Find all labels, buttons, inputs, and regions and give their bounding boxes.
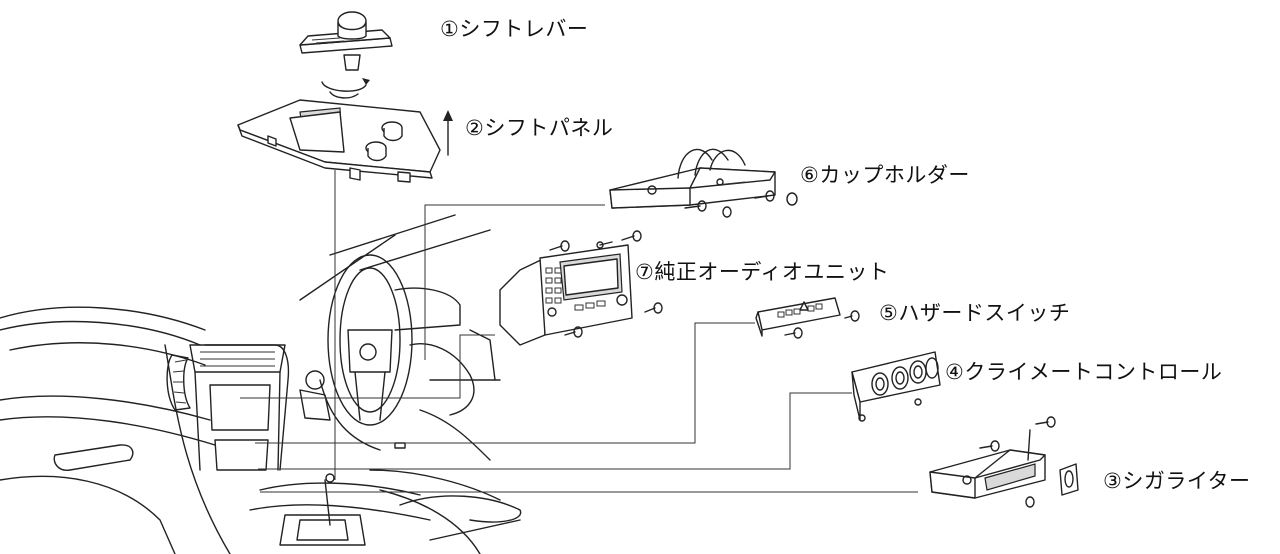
hazard-switch-part <box>755 297 860 339</box>
shift-lever-part <box>299 11 393 99</box>
part-label-audio-unit: ⑦純正オーディオユニット <box>635 260 890 284</box>
part-label-climate-control: ④クライメートコントロール <box>945 360 1223 384</box>
shift-panel-part <box>237 99 453 183</box>
cup-holder-part <box>609 148 798 218</box>
climate-control-part <box>851 351 941 422</box>
part-label-hazard-switch: ⑤ハザードスイッチ <box>879 301 1071 325</box>
leader-lines <box>240 170 918 493</box>
part-label-cigar-lighter: ③シガライター <box>1103 469 1251 493</box>
part-label-shift-panel: ②シフトパネル <box>465 116 614 140</box>
part-label-shift-lever: ①シフトレバー <box>440 17 589 41</box>
cigar-lighter-part <box>929 416 1079 508</box>
part-label-cup-holder: ⑥カップホルダー <box>800 163 970 187</box>
dashboard-illustration <box>0 214 522 554</box>
audio-unit-part <box>499 230 663 346</box>
